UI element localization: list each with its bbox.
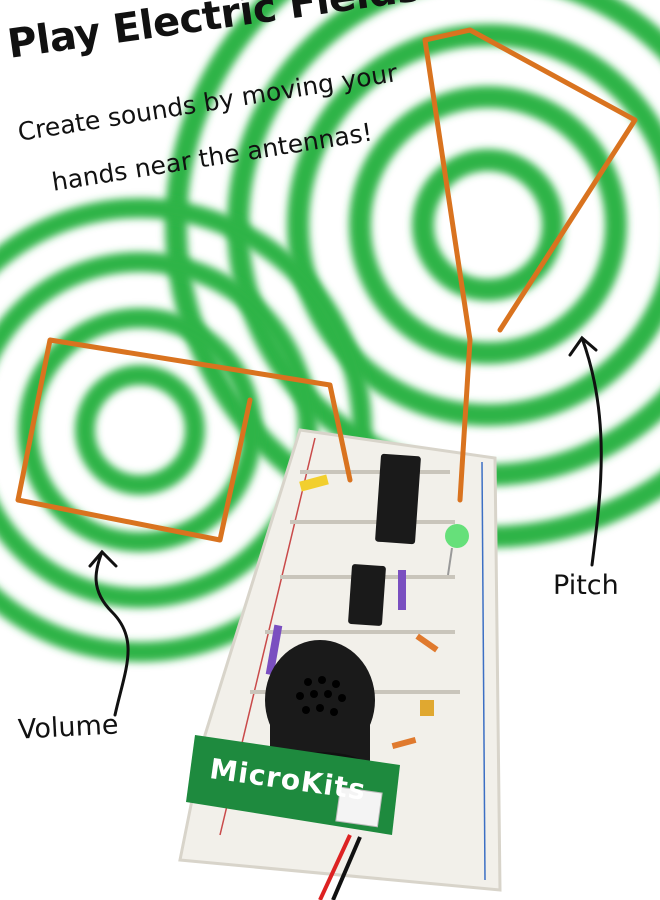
antenna-wires bbox=[15, 27, 638, 543]
pitch-arrow bbox=[568, 335, 603, 567]
volume-arrow bbox=[88, 549, 130, 717]
components bbox=[265, 474, 469, 750]
volume-label: Volume bbox=[17, 709, 120, 746]
ic-chip bbox=[348, 453, 421, 626]
connector bbox=[318, 786, 383, 900]
pitch-label: Pitch bbox=[553, 570, 619, 601]
